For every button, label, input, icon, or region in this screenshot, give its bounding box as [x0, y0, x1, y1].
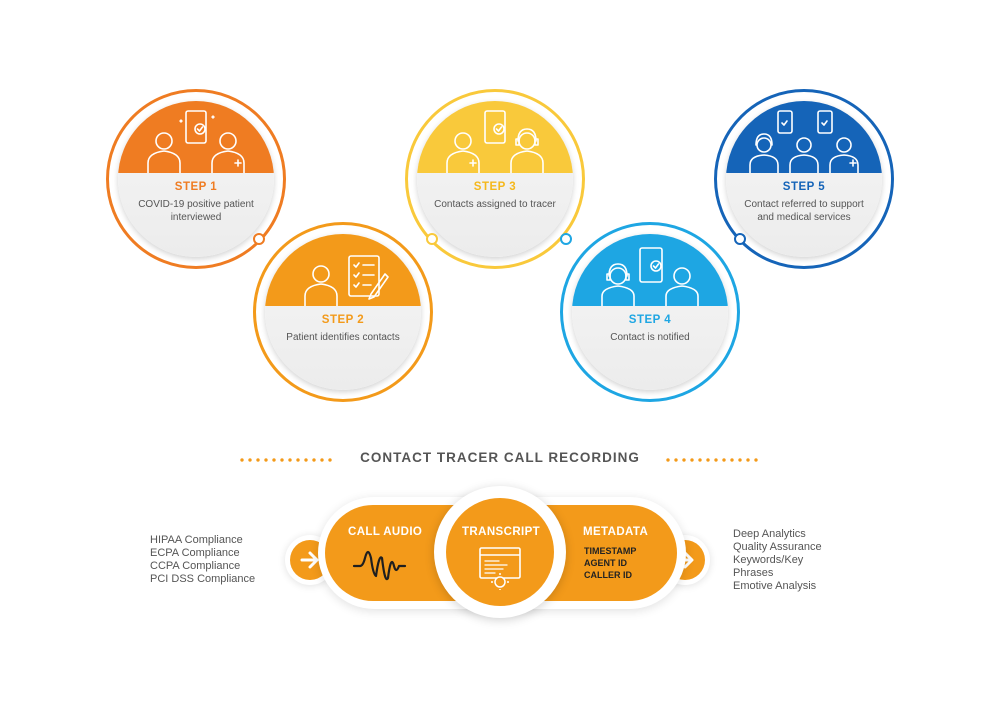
metadata-caller-id: CALLER ID: [584, 570, 632, 580]
connector-node-1-2: [253, 233, 265, 245]
output-item: Phrases: [733, 567, 774, 579]
care-team-icon: [749, 110, 859, 173]
step-3-title: STEP 3: [473, 181, 517, 193]
patient-doctor-phone-icon: [147, 110, 245, 173]
transcript-window-icon: [479, 547, 521, 590]
metadata-label: METADATA: [583, 526, 649, 538]
step-5-title: STEP 5: [782, 181, 826, 193]
step-3-inner: STEP 3 Contacts assigned to tracer: [417, 101, 573, 257]
step-1-circle: STEP 1 COVID-19 positive patient intervi…: [106, 89, 286, 269]
step-2-inner: STEP 2 Patient identifies contacts: [265, 234, 421, 390]
call-audio-label: CALL AUDIO: [348, 526, 423, 538]
step-4-circle: STEP 4 Contact is notified: [560, 222, 740, 402]
connector-node-2-3: [426, 233, 438, 245]
step-2-header: [265, 234, 421, 306]
step-2-circle: STEP 2 Patient identifies contacts: [253, 222, 433, 402]
output-item: Emotive Analysis: [733, 580, 817, 592]
step-4-header: [572, 234, 728, 306]
compliance-list: HIPAA Compliance ECPA Compliance CCPA Co…: [150, 534, 255, 586]
metadata-agent-id: AGENT ID: [584, 558, 628, 568]
section-title: CONTACT TRACER CALL RECORDING: [360, 450, 640, 465]
patient-checklist-icon: [304, 255, 389, 306]
metadata-timestamp: TIMESTAMP: [584, 546, 637, 556]
step-3-description: Contacts assigned to tracer: [434, 199, 556, 210]
compliance-item: CCPA Compliance: [150, 560, 241, 572]
output-item: Quality Assurance: [733, 541, 822, 553]
output-item: Deep Analytics: [733, 528, 806, 540]
step-2-description: Patient identifies contacts: [286, 332, 400, 343]
compliance-item: PCI DSS Compliance: [150, 573, 256, 585]
patient-tracer-phone-icon: [446, 110, 544, 173]
tracer-contact-phone-icon: [601, 247, 699, 306]
left-dotted-divider: [238, 458, 334, 462]
step-4-description: Contact is notified: [610, 332, 690, 343]
step-4-title: STEP 4: [628, 314, 672, 326]
connector-node-3-4: [560, 233, 572, 245]
step-2-title: STEP 2: [321, 314, 365, 326]
connector-node-4-5: [734, 233, 746, 245]
step-5-inner: STEP 5 Contact referred to support and m…: [726, 101, 882, 257]
step-3-header: [417, 101, 573, 173]
transcript-label: TRANSCRIPT: [462, 526, 541, 538]
step-1-description: COVID-19 positive patient interviewed: [138, 199, 254, 223]
audio-waveform-icon: [352, 550, 407, 581]
outputs-list: Deep Analytics Quality Assurance Keyword…: [733, 528, 822, 593]
transcript-circle: [446, 498, 554, 606]
compliance-item: ECPA Compliance: [150, 547, 240, 559]
step-4-inner: STEP 4 Contact is notified: [572, 234, 728, 390]
step-1-header: [118, 101, 274, 173]
step-1-title: STEP 1: [174, 181, 218, 193]
output-item: Keywords/Key: [733, 554, 804, 566]
compliance-item: HIPAA Compliance: [150, 534, 243, 546]
right-dotted-divider: [664, 458, 760, 462]
step-5-header: [726, 101, 882, 173]
step-1-inner: STEP 1 COVID-19 positive patient intervi…: [118, 101, 274, 257]
step-5-description: Contact referred to support and medical …: [744, 199, 864, 223]
